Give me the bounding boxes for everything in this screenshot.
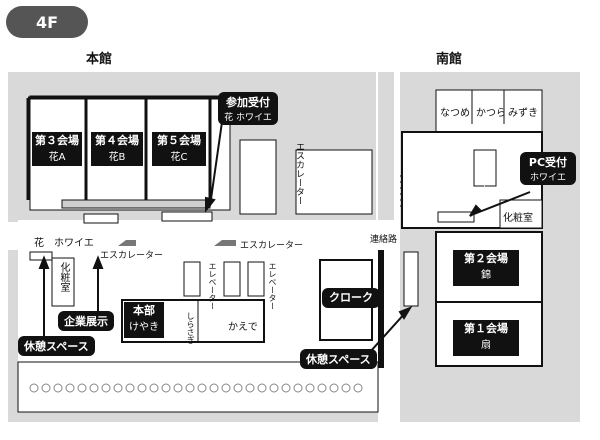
elevator-south — [473, 149, 497, 187]
floor-badge: 4F — [6, 6, 88, 38]
washroom-main — [51, 257, 75, 307]
pc-desk — [437, 211, 475, 223]
rest-left-callout[interactable]: 休憩スペース — [18, 336, 95, 356]
washroom-south — [499, 199, 543, 229]
hall1[interactable]: 第１会場 扇 — [453, 320, 519, 356]
room-shirasagi: しらさぎ — [186, 312, 195, 344]
hall4-sub: 花B — [108, 152, 126, 163]
main-corridor — [18, 220, 378, 252]
service-area — [295, 149, 373, 215]
elevator-bank-3 — [247, 261, 265, 297]
escalator-icon-1 — [118, 240, 136, 246]
hall4[interactable]: 第４会場 花B — [91, 132, 143, 166]
foyer-label: 花 ホワイエ — [34, 238, 94, 249]
room-keshou-south: 化粧室 — [503, 213, 533, 224]
registration-desk — [161, 211, 213, 222]
pc-callout[interactable]: PC受付 ホワイエ — [520, 152, 576, 185]
hall2-name: 第２会場 — [464, 252, 508, 265]
hall1-name: 第１会場 — [464, 322, 508, 335]
hall2-sub: 錦 — [481, 270, 491, 281]
building-label-main: 本館 — [86, 52, 113, 67]
elevator-label-south: エレベーター — [480, 142, 489, 190]
hall1-sub: 扇 — [481, 340, 491, 351]
south-small-rooms — [435, 89, 543, 133]
elevator-bank-1 — [183, 261, 201, 297]
building-label-south: 南館 — [436, 52, 463, 67]
cloak[interactable]: クローク — [322, 288, 380, 308]
hall5-sub: 花C — [170, 152, 188, 163]
pc-line1: PC受付 — [528, 156, 568, 169]
connector-area — [378, 72, 394, 220]
escalator-label-2: エスカレーター — [240, 241, 304, 251]
room-natsume: なつめ — [440, 108, 470, 119]
escalator-icon-2 — [214, 240, 236, 246]
rest-bench — [29, 251, 53, 261]
connector-wall — [378, 250, 384, 368]
room-kaede: かえで — [228, 322, 258, 333]
hall3[interactable]: 第３会場 花A — [32, 132, 82, 166]
hall4-name: 第４会場 — [95, 134, 139, 147]
room-keshou-main: 化粧室 — [58, 262, 69, 292]
escalator-shaft — [239, 139, 277, 215]
escalator-label-vertical: エスカレーター — [294, 142, 304, 205]
elevator-label-2: エレベーター — [268, 262, 277, 310]
rest-bench-right — [403, 251, 419, 307]
honbu[interactable]: 本部 けやき — [124, 302, 164, 338]
hall2[interactable]: 第２会場 錦 — [453, 250, 519, 286]
hall3-sub: 花A — [48, 152, 66, 163]
honbu-sub: けやき — [129, 322, 159, 333]
window-dots — [29, 383, 363, 393]
room-mizuki: みずき — [508, 108, 538, 119]
partition-bar — [61, 199, 211, 209]
elevator-bank-2 — [223, 261, 241, 297]
hall5-name: 第５会場 — [157, 134, 201, 147]
pc-line2: ホワイエ — [530, 173, 566, 183]
exhibit-callout[interactable]: 企業展示 — [58, 311, 114, 331]
hall3-name: 第３会場 — [35, 134, 79, 147]
escalator-label-1: エスカレーター — [100, 251, 164, 261]
hall5[interactable]: 第５会場 花C — [152, 132, 206, 166]
rest-right-callout[interactable]: 休憩スペース — [300, 349, 377, 369]
elevator-label-1: エレベーター — [208, 262, 217, 310]
pointer-arrows — [38, 121, 531, 353]
honbu-name: 本部 — [133, 304, 155, 317]
registration-callout[interactable]: 参加受付 花 ホワイエ — [218, 92, 278, 125]
exhibit-booth — [83, 213, 119, 224]
corridor-label: 連絡路 — [370, 235, 398, 245]
registration-line1: 参加受付 — [226, 96, 270, 109]
registration-line2: 花 ホワイエ — [224, 113, 272, 123]
room-katsura: かつら — [476, 108, 506, 119]
